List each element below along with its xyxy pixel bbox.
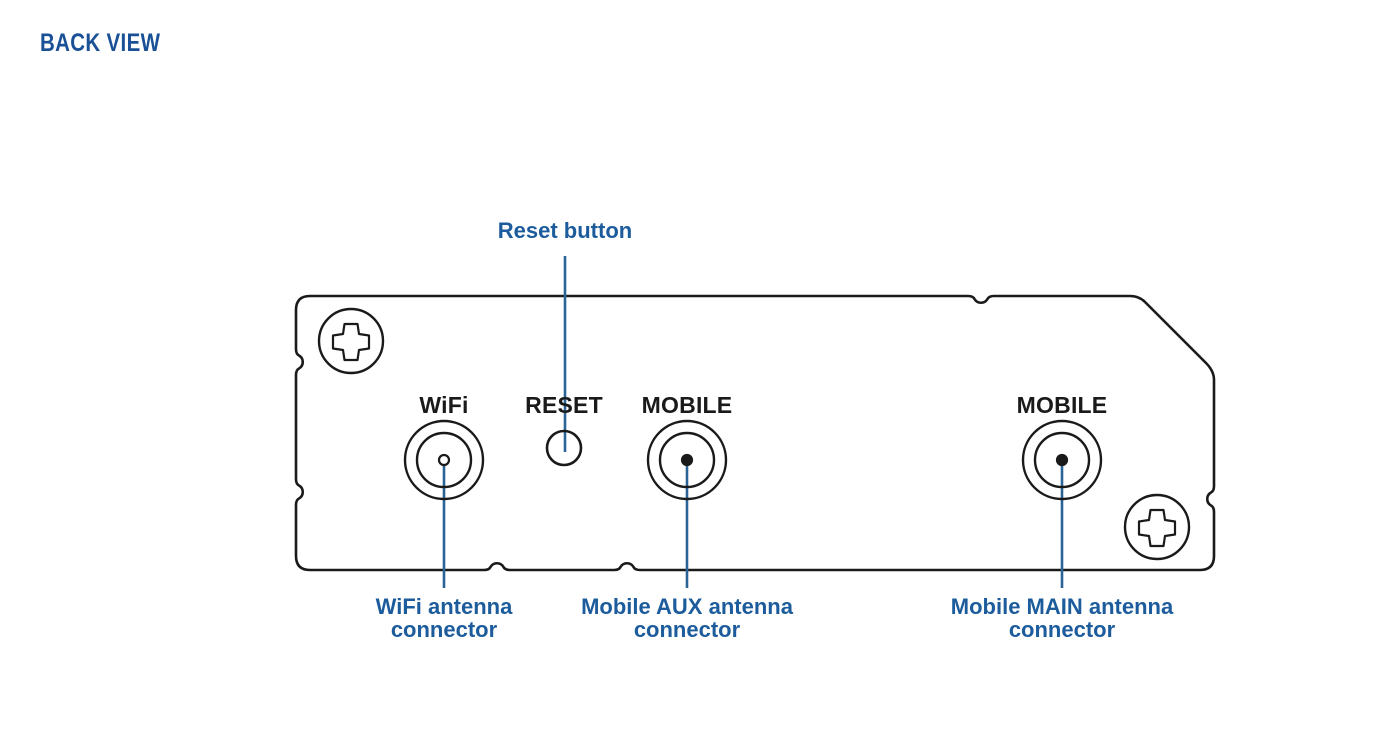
callout-line: connector	[390, 617, 498, 642]
connector-reset-pinhole	[545, 429, 583, 467]
screw-top-left	[317, 307, 385, 375]
port-label-reset: RESET	[525, 392, 603, 418]
leader-lines	[442, 256, 1064, 588]
port-label-mobile-main: MOBILE	[1016, 392, 1108, 418]
callout-line: Reset button	[497, 218, 633, 243]
callout-line: Mobile AUX antenna	[581, 594, 793, 619]
callout-mobile-main-antenna-connector: Mobile MAIN antenna connector	[951, 595, 1173, 641]
callout-mobile-aux-antenna-connector: Mobile AUX antenna connector	[581, 595, 793, 641]
callout-reset-button: Reset button	[498, 219, 632, 242]
callout-line: connector	[633, 617, 741, 642]
port-label-wifi: WiFi	[419, 392, 469, 418]
callout-line: Mobile MAIN antenna	[950, 594, 1174, 619]
port-label-mobile-aux: MOBILE	[641, 392, 733, 418]
callout-wifi-antenna-connector: WiFi antenna connector	[376, 595, 513, 641]
connector-wifi	[403, 419, 485, 501]
device-chassis-outline	[294, 294, 1216, 572]
connector-mobile-aux	[646, 419, 728, 501]
callout-line: WiFi antenna	[375, 594, 513, 619]
callout-line: connector	[1008, 617, 1116, 642]
page-title: BACK VIEW	[40, 29, 161, 57]
screw-bottom-right	[1123, 493, 1191, 561]
connector-mobile-main	[1021, 419, 1103, 501]
